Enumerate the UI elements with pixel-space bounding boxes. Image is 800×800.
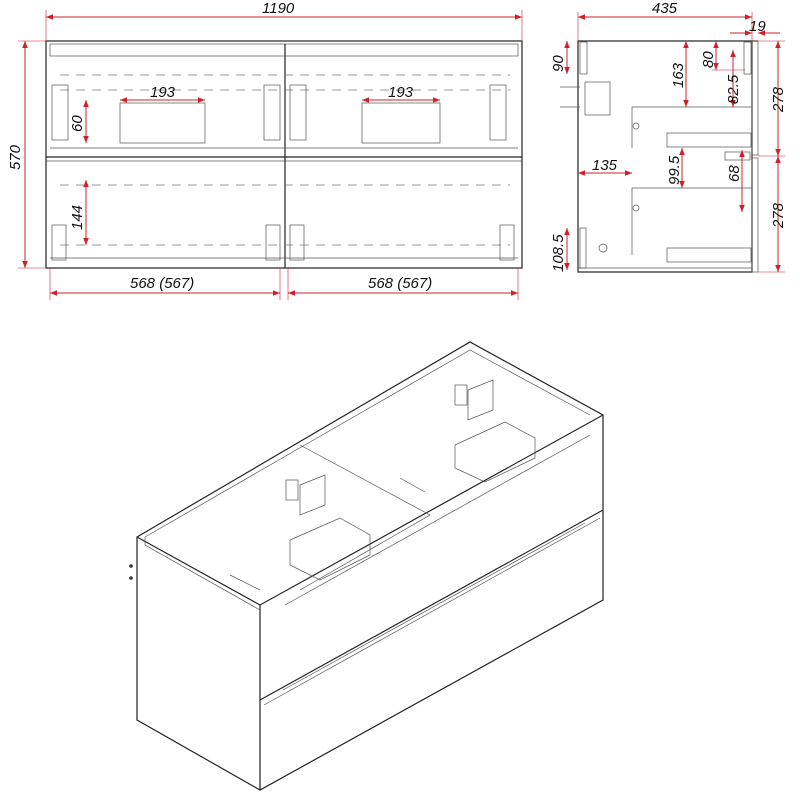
front-view	[45, 40, 523, 269]
dim-upper-drawer-height: 278	[770, 86, 787, 113]
dim-overall-height: 570	[7, 144, 24, 170]
dim-top-to-cutout: 163	[670, 62, 687, 88]
dim-front-thickness: 19	[749, 18, 766, 35]
dim-right-drawer-width: 568 (567)	[368, 275, 432, 292]
isometric-view	[129, 341, 604, 791]
dim-top-bracket: 90	[550, 55, 567, 72]
dim-lower-drawer-height: 278	[770, 202, 787, 229]
dim-right-cutout: 193	[388, 84, 414, 101]
dim-top-to-step: 80	[700, 51, 717, 68]
dim-rail-gap: 68	[726, 165, 743, 182]
side-view	[560, 40, 759, 273]
dim-left-drawer-width: 568 (567)	[130, 275, 194, 292]
front-view-dimensions: 1190 570 568 (567) 568 (567) 193 193 60 …	[7, 0, 523, 300]
dim-cutout-depth: 60	[69, 115, 86, 132]
dim-depth: 435	[652, 0, 678, 17]
dim-cutout-offset: 135	[592, 157, 618, 174]
dim-lower-cutout: 144	[69, 205, 86, 230]
dim-bottom-bracket: 108.5	[550, 234, 567, 272]
dim-left-cutout: 193	[150, 84, 176, 101]
dim-cutout-gap: 99.5	[666, 155, 683, 185]
dim-step-to-cutout: 82.5	[725, 74, 742, 104]
dim-overall-width: 1190	[262, 0, 295, 17]
side-view-dimensions: 435 19 90 163 80 82.5 278 278 135 99.5 6…	[550, 0, 787, 273]
